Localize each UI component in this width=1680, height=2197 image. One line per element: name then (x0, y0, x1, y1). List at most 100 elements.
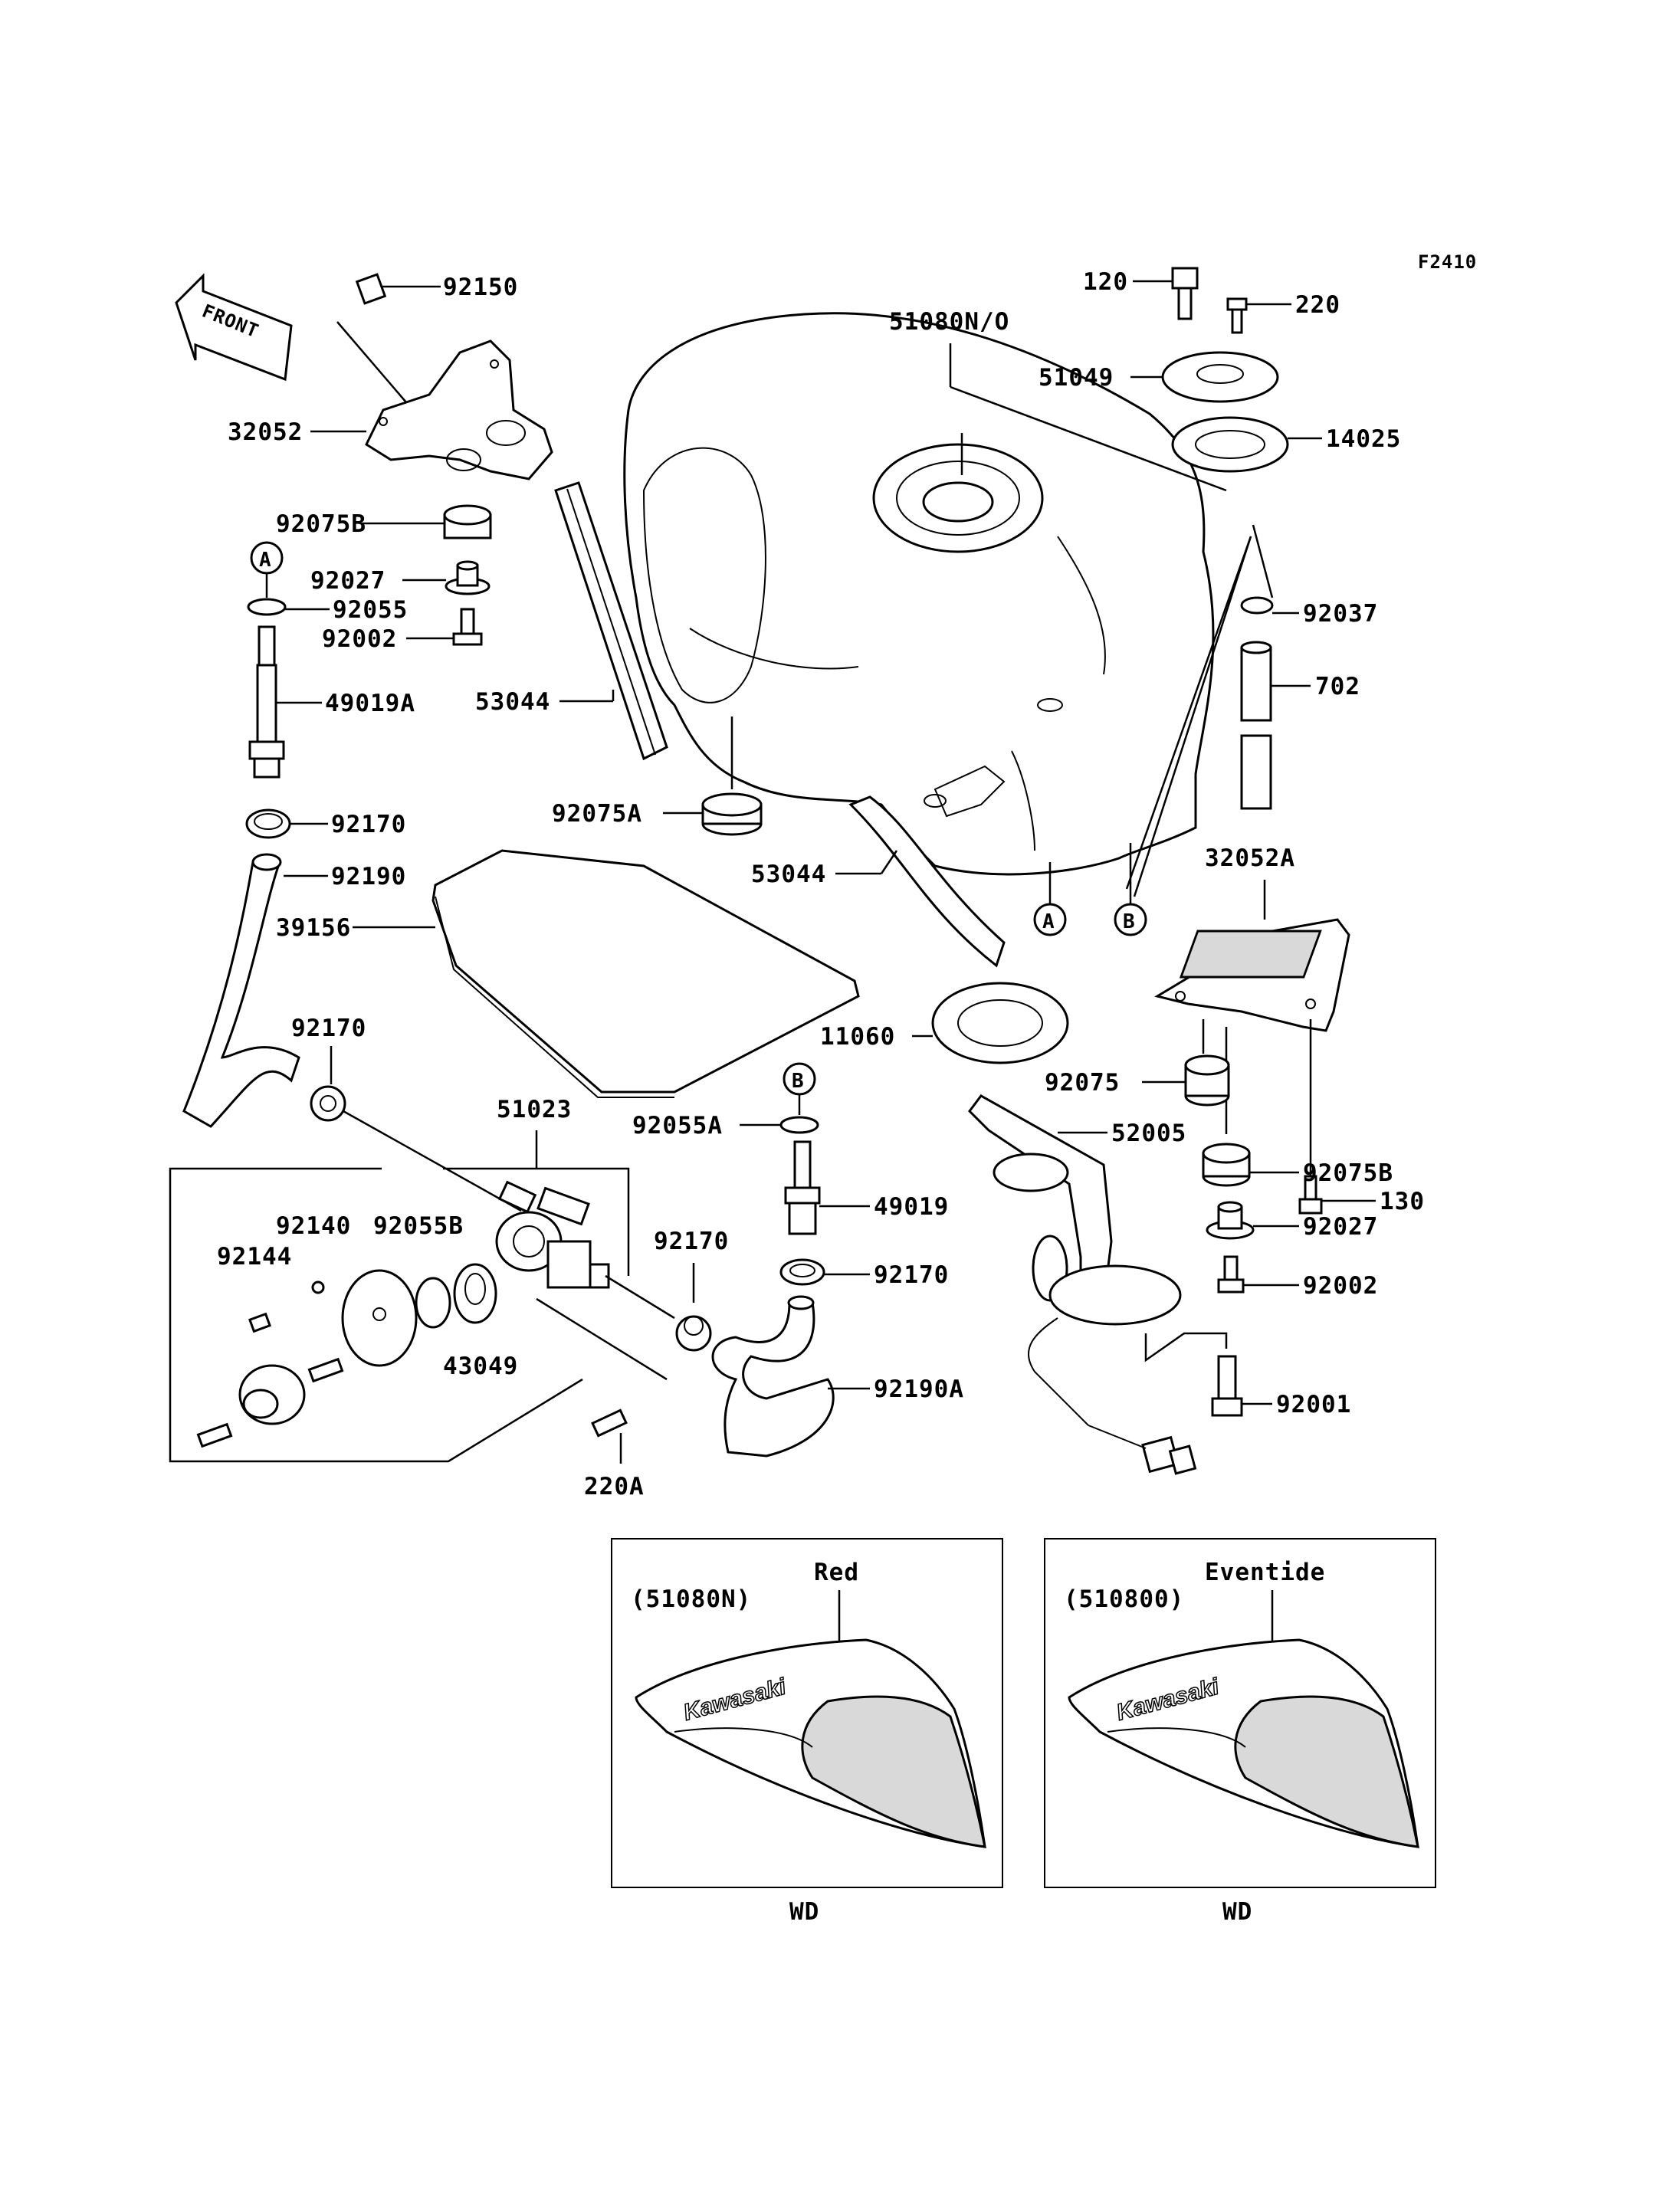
fuel-cock-51023-icon (495, 1180, 610, 1289)
fuel-tank-51080-icon (623, 312, 1215, 876)
bolt-92001-icon (1211, 1355, 1243, 1417)
o-ring-92055B-icon (415, 1277, 451, 1329)
clamp-92170-icon (245, 808, 291, 839)
fuel-cock-group-box (169, 1167, 583, 1463)
marker-A-label: A (259, 549, 272, 572)
callout-39156: 39156 (276, 914, 351, 942)
grommet-92075-icon (1184, 1054, 1230, 1107)
callout-53044-b: 53044 (751, 861, 826, 888)
callout-49019: 49019 (874, 1193, 949, 1221)
valve-plate-icon (341, 1269, 418, 1367)
leader-line (605, 1274, 675, 1320)
diaphragm-43049-icon (453, 1263, 497, 1324)
leader-line (1125, 536, 1252, 890)
callout-702: 702 (1315, 673, 1360, 700)
grommet-92075B-icon (443, 504, 492, 539)
callout-92075B: 92075B (276, 510, 366, 538)
leader-line (1252, 524, 1274, 598)
callout-92144: 92144 (217, 1243, 292, 1271)
leader-line (343, 1110, 522, 1212)
marker-B-label: B (792, 1070, 805, 1093)
callout-32052: 32052 (228, 418, 303, 446)
callout-220A: 220A (584, 1473, 645, 1500)
rubber-53044-b-icon (848, 795, 1006, 968)
ball-92140-icon (311, 1280, 325, 1294)
callout-51049: 51049 (1039, 364, 1114, 392)
bolt-92002-icon (452, 608, 483, 646)
callout-92075A: 92075A (552, 800, 642, 828)
callout-92170-b: 92170 (291, 1015, 366, 1042)
clip-92037-icon (1240, 596, 1274, 615)
variant-code-red: (51080N) (631, 1585, 751, 1613)
callout-92170-c: 92170 (654, 1228, 729, 1255)
fuel-pump-52005-icon (968, 1094, 1197, 1475)
screw-icon (196, 1357, 344, 1448)
callout-92055B: 92055B (373, 1212, 464, 1240)
callout-51080: 51080N/O (889, 308, 1009, 336)
o-ring-92055A-icon (779, 1116, 819, 1134)
bracket-32052-icon (365, 339, 553, 480)
screw-220A-icon (591, 1408, 628, 1438)
callout-14025: 14025 (1326, 425, 1401, 453)
leader-line (1144, 1332, 1228, 1362)
bolt-92002-b-icon (1217, 1255, 1245, 1294)
variant-color-eventide: Eventide (1205, 1559, 1325, 1586)
grommet-92075B-2-icon (1202, 1143, 1251, 1187)
variant-code-eventide: (510800) (1064, 1585, 1184, 1613)
pad-39156-icon (431, 849, 860, 1098)
leader-line (1133, 536, 1252, 897)
figure-id: F2410 (1418, 251, 1477, 273)
callout-92002-b: 92002 (1303, 1272, 1378, 1300)
grommet-92075A-icon (701, 792, 763, 836)
marker-A-lower-label: A (1042, 910, 1055, 933)
marker-B-lower-label: B (1123, 910, 1136, 933)
collar-92027-b-icon (1206, 1201, 1255, 1240)
callout-92002: 92002 (322, 625, 397, 653)
callout-120: 120 (1083, 268, 1128, 296)
callout-92027: 92027 (310, 567, 386, 595)
tube-702-icon (1240, 641, 1272, 810)
leader-line (950, 385, 1227, 492)
callout-92190: 92190 (331, 863, 406, 890)
lever-icon (238, 1364, 306, 1425)
screw-220-icon (1226, 297, 1248, 334)
callout-43049: 43049 (443, 1353, 518, 1380)
callout-130: 130 (1380, 1188, 1425, 1215)
leader-line (880, 850, 898, 874)
hose-92190-icon (182, 861, 300, 1128)
callout-92190A: 92190A (874, 1376, 964, 1403)
callout-92037: 92037 (1303, 600, 1378, 628)
fuel-cock-group-box-right (443, 1167, 630, 1276)
callout-92055: 92055 (333, 596, 408, 624)
variant-color-red: Red (814, 1559, 859, 1586)
leader-line (536, 1297, 668, 1381)
callout-92075: 92075 (1045, 1069, 1120, 1097)
color-variant-eventide: (510800) Eventide Kawasaki WD (1044, 1538, 1436, 1926)
callout-49019A: 49019A (325, 690, 415, 717)
bolt-130-icon (1298, 1175, 1323, 1215)
marker-A-lower (1033, 903, 1067, 936)
bolt-120-icon (1171, 267, 1199, 320)
o-ring-92055-icon (247, 598, 287, 616)
clamp-92170-d-icon (779, 1258, 825, 1286)
bracket-32052A-icon (1154, 918, 1350, 1032)
screw-92144-icon (248, 1312, 271, 1333)
callout-92150: 92150 (443, 274, 518, 301)
color-variant-red: (51080N) Red Kawasaki WD (611, 1538, 1003, 1926)
callout-92140: 92140 (276, 1212, 351, 1240)
callout-92170-d: 92170 (874, 1261, 949, 1289)
clamp-92170-c-icon (675, 1315, 712, 1352)
callout-92027-b: 92027 (1303, 1213, 1378, 1241)
collar-92027-icon (445, 560, 491, 595)
marker-B-lower (1114, 903, 1147, 936)
callout-53044-a: 53044 (475, 688, 550, 716)
gasket-11060-icon (931, 982, 1069, 1064)
variant-suffix-red: WD (789, 1898, 819, 1926)
pipe-49019-icon (784, 1140, 821, 1235)
leader-line (336, 321, 407, 403)
callout-220: 220 (1295, 291, 1340, 319)
cap-51049-icon (1161, 351, 1279, 403)
callout-92170-a: 92170 (331, 811, 406, 838)
callout-92055A: 92055A (632, 1112, 723, 1139)
